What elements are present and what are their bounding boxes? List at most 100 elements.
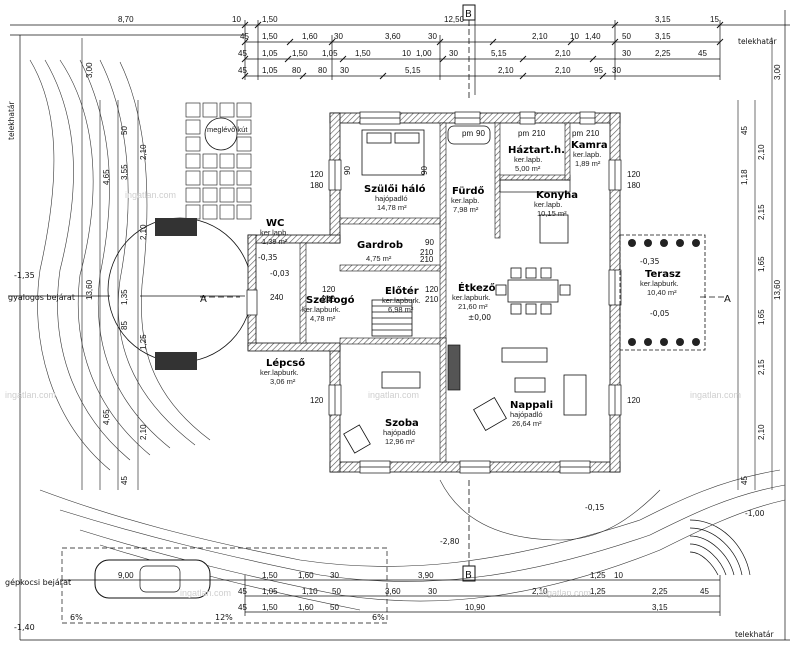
level-right: -1,00 <box>745 509 765 518</box>
room-8-floor: ker.lapburk. <box>640 279 679 288</box>
well-icon <box>204 117 238 151</box>
room-9-floor: ker.lapburk. <box>302 305 341 314</box>
op-17: 90 <box>476 129 485 138</box>
watermark-4: ingatlan.com <box>690 390 741 400</box>
dim-bot2-3: 50 <box>332 587 341 596</box>
dim-r2-7: 10 <box>570 32 579 41</box>
dim-top-12-50: 12,50 <box>444 15 465 24</box>
watermark-1: ingatlan.com <box>125 190 176 200</box>
dim-r3-5: 10 <box>402 49 411 58</box>
dim-bot2-7: 1,25 <box>590 587 606 596</box>
op-15: 210 <box>425 295 439 304</box>
room-1-floor: ker.lapb. <box>451 196 479 205</box>
dim-r3-4: 1,50 <box>355 49 371 58</box>
op-7: 240 <box>270 293 284 302</box>
dim-top-1-50: 1,50 <box>262 15 278 24</box>
level-bottom-left: -1,40 <box>14 623 35 632</box>
op-14: 120 <box>425 285 439 294</box>
telekhatar-left: telekhatár <box>7 101 16 140</box>
dim-bot3-3: 50 <box>330 603 339 612</box>
coffee-table-icon <box>514 377 546 393</box>
room-11-floor: ker.lapburk. <box>260 368 299 377</box>
dim-right-6: 13,60 <box>773 279 782 300</box>
room-11-area: 3,06 m² <box>270 377 296 386</box>
fireplace-icon <box>447 344 461 391</box>
svg-text:B: B <box>465 570 472 581</box>
dim-bot1-2: 1,60 <box>298 571 314 580</box>
bottom-dimension-texts: 9,00 1,50 1,60 30 3,90 1,25 10 45 1,05 1… <box>118 571 709 612</box>
dim-bot1-0: 9,00 <box>118 571 134 580</box>
dim-r3-3: 1,05 <box>322 49 338 58</box>
well-label: meglévő kút <box>207 125 248 134</box>
level-markers: -0,35 -0,03 ±0,00 -0,35 -0,05 -0,15 -2,8… <box>258 253 765 546</box>
bottom-dimension-lines <box>60 575 721 616</box>
dim-r4-5: 5,15 <box>405 66 421 75</box>
dim-bot1-5: 1,25 <box>590 571 606 580</box>
desk-icon <box>381 371 421 389</box>
level-000: ±0,00 <box>468 313 491 322</box>
level-wc: -0,35 <box>258 253 278 262</box>
room-10-area: 6,98 m² <box>388 305 414 314</box>
sofa-side-icon <box>563 374 587 416</box>
kitchen-island-icon <box>539 214 569 244</box>
dim-left-11: 2,10 <box>139 424 148 440</box>
dim-left-4: 4,65 <box>102 169 111 185</box>
dim-top-15: 15 <box>710 15 719 24</box>
dim-bot2-6: 2,10 <box>532 587 548 596</box>
dim-r4-9: 30 <box>612 66 621 75</box>
dim-left-5: 2,10 <box>139 224 148 240</box>
dim-bot2-9: 45 <box>700 587 709 596</box>
op-2: 90 <box>343 166 352 175</box>
room-2-floor: ker.lapb. <box>514 155 542 164</box>
section-b-top: B <box>462 4 476 100</box>
dim-bot2-2: 1,10 <box>302 587 318 596</box>
watermark-5: ingatlan.com <box>180 588 231 598</box>
contour-lines <box>29 59 786 611</box>
bathtub-icon <box>447 125 491 145</box>
entrance-circle <box>107 217 253 370</box>
dim-r2-8: 1,40 <box>585 32 601 41</box>
dim-top-3-15: 3,15 <box>655 15 671 24</box>
stairs-icon <box>371 299 413 337</box>
svg-text:A: A <box>724 294 731 305</box>
sofa-icon <box>501 347 548 363</box>
dim-r2-5: 30 <box>428 32 437 41</box>
dim-r2-6: 2,10 <box>532 32 548 41</box>
level-left: -1,35 <box>14 271 35 280</box>
dim-bot3-1: 1,50 <box>262 603 278 612</box>
room-12-area: 12,96 m² <box>385 437 415 446</box>
dim-r4-8: 95 <box>594 66 603 75</box>
dim-bot1-6: 10 <box>614 571 623 580</box>
room-3-floor: ker.lapb. <box>573 150 601 159</box>
dim-left-3: 3,55 <box>120 164 129 180</box>
room-szuloi-hallo-name: Szülői háló <box>364 183 426 195</box>
room-9-area: 4,78 m² <box>310 314 336 323</box>
section-b-bottom: B <box>462 480 476 582</box>
room-szoba-name: Szoba <box>385 418 419 429</box>
dim-bot3-4: 10,90 <box>465 603 486 612</box>
dim-r4-0: 45 <box>238 66 247 75</box>
paving-grid <box>185 102 252 220</box>
dim-r3-8: 5,15 <box>491 49 507 58</box>
slope-mid: 12% <box>215 613 233 622</box>
room-12-floor: hajópadló <box>383 428 416 437</box>
level-terasz-a: -0,35 <box>640 257 660 266</box>
dim-right-5: 1,65 <box>757 256 766 272</box>
dim-r2-9: 50 <box>622 32 631 41</box>
room-6-area: 4,75 m² <box>366 254 392 263</box>
armchair-icon <box>473 397 507 431</box>
op-9: 210 <box>420 248 434 257</box>
left-dimension-lines <box>81 38 139 490</box>
op-21: 210 <box>586 129 600 138</box>
dim-right-4: 2,15 <box>757 204 766 220</box>
plot-boundary <box>19 10 790 641</box>
dim-left-6: 13,60 <box>85 279 94 300</box>
top-dimension-texts: 8,70 10 1,50 12,50 3,15 15 45 1,50 1,60 … <box>118 15 719 75</box>
driveway <box>61 547 388 624</box>
dim-r3-9: 2,10 <box>555 49 571 58</box>
car-entrance-label: gépkocsi bejárat <box>5 577 71 587</box>
slope-right: 6% <box>372 613 385 622</box>
dim-r3-1: 1,05 <box>262 49 278 58</box>
